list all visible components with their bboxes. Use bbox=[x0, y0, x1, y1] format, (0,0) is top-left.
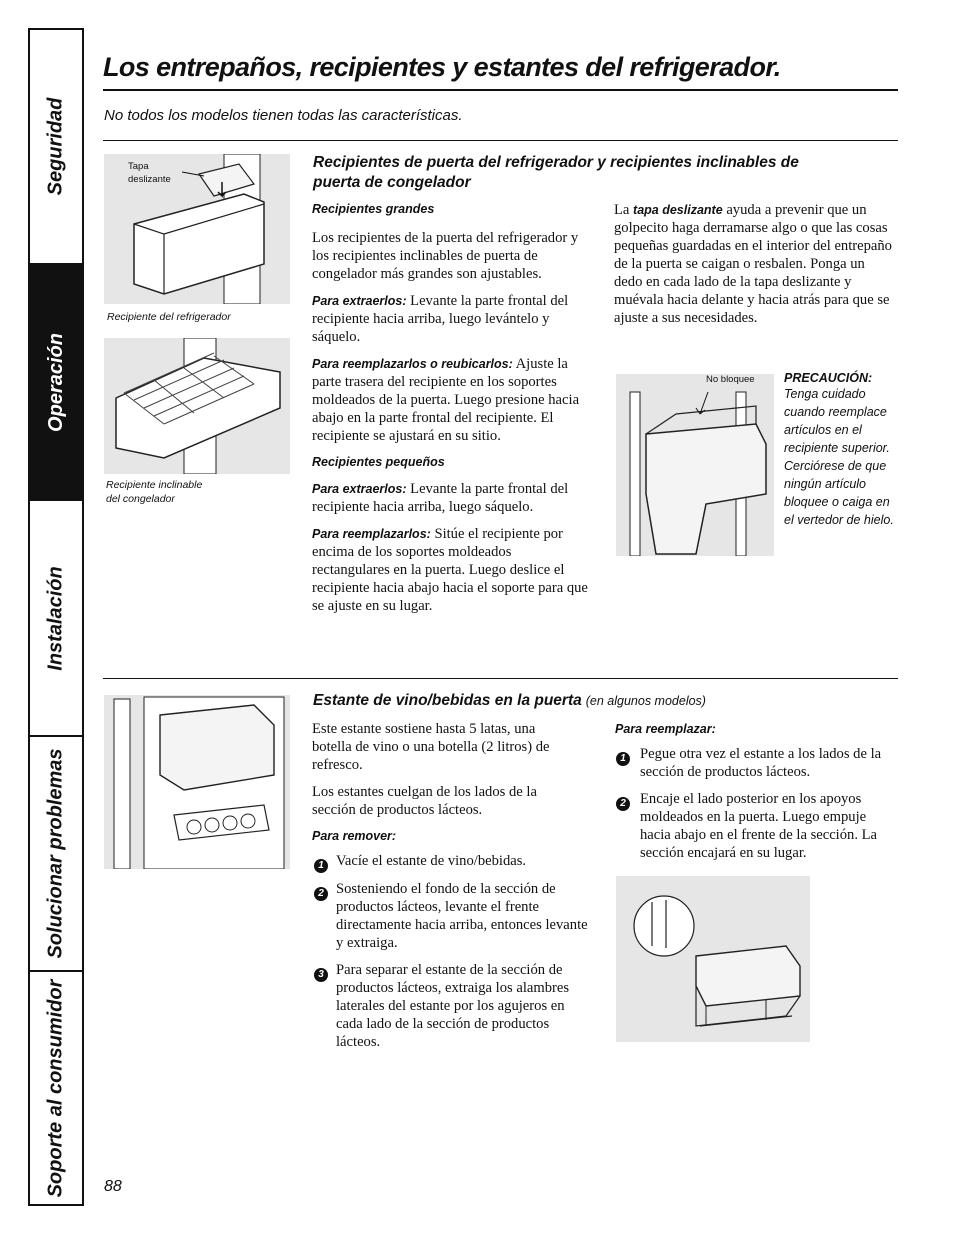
text-para-reemplazarlos: Ajuste la parte trasera del recipiente e… bbox=[312, 356, 580, 444]
caption-recipiente-inclinable-1: Recipiente inclinable bbox=[106, 479, 203, 491]
tab-operacion[interactable]: Operación bbox=[30, 265, 82, 501]
paragraph-pequenos-extraerlos: Para extraerlos: Levante la parte fronta… bbox=[312, 480, 588, 516]
remove-step-3: 3 Para separar el estante de la sección … bbox=[312, 961, 592, 1051]
remove-step-text: Para separar el estante de la sección de… bbox=[336, 962, 570, 1050]
heading-recipientes-pequenos: Recipientes pequeños bbox=[312, 455, 445, 469]
text-tapa-deslizante: ayuda a prevenir que un golpecito haga d… bbox=[614, 202, 892, 326]
paragraph-tapa-deslizante: La tapa deslizante ayuda a prevenir que … bbox=[614, 201, 892, 327]
tab-label: Operación bbox=[44, 332, 67, 432]
text-recipientes-grandes: Los recipientes de la puerta del refrige… bbox=[312, 230, 579, 282]
section1-heading: Recipientes de puerta del refrigerador y… bbox=[313, 154, 799, 191]
caution-heading: PRECAUCIÓN: bbox=[784, 371, 873, 385]
caption-recipiente-inclinable-2: del congelador bbox=[106, 493, 175, 505]
side-navigation: Seguridad Operación Instalación Solucion… bbox=[28, 28, 84, 1206]
rack-attach-illustration bbox=[616, 876, 810, 1042]
replace-step-text: Pegue otra vez el estante a los lados de… bbox=[640, 746, 882, 780]
heading-para-remover: Para remover: bbox=[312, 829, 397, 843]
title-rule bbox=[103, 89, 898, 91]
refrigerator-bin-illustration: Tapa deslizante bbox=[104, 154, 290, 304]
heading-para-reemplazar: Para reemplazar: bbox=[615, 722, 716, 736]
tab-label: Seguridad bbox=[44, 97, 67, 196]
step-number-icon: 1 bbox=[314, 859, 328, 873]
caution-text: Tenga cuidado cuando reemplace artículos… bbox=[784, 387, 894, 527]
tab-label: Solucionar problemas bbox=[44, 748, 67, 959]
text-pequenos-reemplazarlos: Sitúe el recipiente por encima de los so… bbox=[312, 526, 588, 614]
lead-para-extraerlos: Para extraerlos: bbox=[312, 294, 407, 308]
tab-solucionar-problemas[interactable]: Solucionar problemas bbox=[30, 737, 82, 972]
section-rule bbox=[103, 140, 898, 141]
remove-step-2: 2 Sosteniendo el fondo de la sección de … bbox=[312, 880, 592, 952]
wine-rack-illustration bbox=[104, 695, 290, 869]
section2-heading-note: (en algunos modelos) bbox=[585, 694, 706, 708]
step-number-icon: 2 bbox=[314, 887, 328, 901]
caution-box: PRECAUCIÓN: Tenga cuidado cuando reempla… bbox=[784, 371, 896, 529]
remove-step-text: Vacíe el estante de vino/bebidas. bbox=[336, 853, 527, 869]
tab-label: Soporte al consumidor bbox=[44, 979, 67, 1197]
page-title: Los entrepaños, recipientes y estantes d… bbox=[103, 52, 781, 82]
section2-heading: Estante de vino/bebidas en la puerta bbox=[313, 692, 582, 709]
paragraph-pequenos-reemplazarlos: Para reemplazarlos: Sitúe el recipiente … bbox=[312, 525, 588, 615]
replace-step-1: 1 Pegue otra vez el estante a los lados … bbox=[616, 745, 896, 781]
step-number-icon: 1 bbox=[616, 752, 630, 766]
remove-step-1: 1 Vacíe el estante de vino/bebidas. bbox=[312, 852, 592, 873]
tab-label: Instalación bbox=[44, 565, 67, 671]
label-deslizante: deslizante bbox=[128, 174, 171, 185]
section2-heading-line: Estante de vino/bebidas en la puerta (en… bbox=[313, 691, 706, 711]
section2-p2: Los estantes cuelgan de los lados de la … bbox=[312, 784, 537, 818]
page-number: 88 bbox=[104, 1178, 122, 1195]
tab-seguridad[interactable]: Seguridad bbox=[30, 30, 82, 265]
page-subtitle: No todos los modelos tienen todas las ca… bbox=[104, 107, 463, 124]
text-pequenos-extraerlos: Levante la parte frontal del recipiente … bbox=[312, 481, 569, 515]
lead-pequenos-extraerlos: Para extraerlos: bbox=[312, 482, 407, 496]
tab-instalacion[interactable]: Instalación bbox=[30, 501, 82, 737]
paragraph-para-extraerlos: Para extraerlos: Levante la parte fronta… bbox=[312, 292, 588, 346]
replace-step-2: 2 Encaje el lado posterior en los apoyos… bbox=[616, 790, 896, 862]
label-tapa: Tapa bbox=[128, 161, 149, 172]
lead-tapa-deslizante: tapa deslizante bbox=[633, 203, 723, 217]
replace-step-text: Encaje el lado posterior en los apoyos m… bbox=[640, 791, 878, 861]
caption-recipiente-refrigerador: Recipiente del refrigerador bbox=[107, 311, 231, 323]
heading-recipientes-grandes: Recipientes grandes bbox=[312, 202, 435, 216]
step-number-icon: 2 bbox=[616, 797, 630, 811]
label-no-bloquee: No bloquee bbox=[706, 374, 755, 385]
section1-left-column: Recipientes grandes Los recipientes de l… bbox=[312, 202, 588, 615]
freezer-tilt-bin-illustration bbox=[104, 338, 290, 474]
step-number-icon: 3 bbox=[314, 968, 328, 982]
lead-para-reemplazarlos: Para reemplazarlos o reubicarlos: bbox=[312, 357, 513, 371]
text-para-extraerlos: Levante la parte frontal del recipiente … bbox=[312, 293, 569, 345]
remove-step-text: Sosteniendo el fondo de la sección de pr… bbox=[336, 881, 588, 951]
section2-left-column: Este estante sostiene hasta 5 latas, una… bbox=[312, 720, 578, 843]
section2-p1: Este estante sostiene hasta 5 latas, una… bbox=[312, 721, 550, 773]
ice-dispenser-bin-illustration: No bloquee bbox=[616, 374, 774, 556]
section2-rule bbox=[103, 678, 898, 679]
tab-soporte-al-consumidor[interactable]: Soporte al consumidor bbox=[30, 972, 82, 1204]
text-lid-pre: La bbox=[614, 202, 634, 218]
lead-pequenos-reemplazarlos: Para reemplazarlos: bbox=[312, 527, 431, 541]
paragraph-para-reemplazarlos: Para reemplazarlos o reubicarlos: Ajuste… bbox=[312, 355, 588, 445]
